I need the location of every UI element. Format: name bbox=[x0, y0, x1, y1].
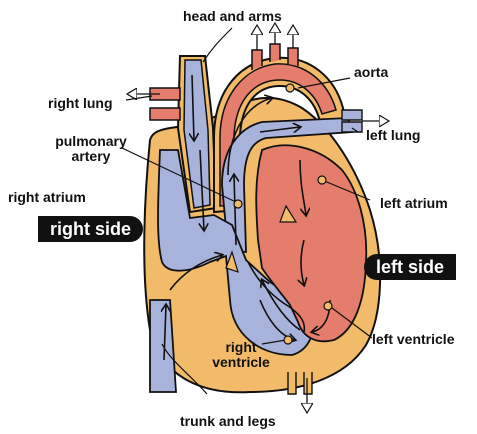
label-left-lung: left lung bbox=[366, 128, 420, 143]
label-pulmonary-artery-line2: artery bbox=[46, 149, 136, 164]
label-pulmonary-artery-line1: pulmonary bbox=[46, 134, 136, 149]
right-lung-vessels bbox=[150, 88, 180, 120]
label-right-ventricle-line1: right bbox=[196, 340, 286, 355]
label-aorta: aorta bbox=[354, 65, 388, 80]
label-head-and-arms: head and arms bbox=[183, 9, 282, 24]
label-right-lung: right lung bbox=[48, 96, 113, 111]
label-trunk-and-legs: trunk and legs bbox=[180, 414, 276, 429]
label-right-ventricle-line2: ventricle bbox=[196, 355, 286, 370]
label-right-atrium: right atrium bbox=[8, 190, 86, 205]
label-left-side: left side bbox=[364, 254, 456, 280]
label-left-atrium: left atrium bbox=[380, 196, 448, 211]
label-left-ventricle: left ventricle bbox=[372, 332, 454, 347]
label-right-ventricle: right ventricle bbox=[196, 340, 286, 370]
label-pulmonary-artery: pulmonary artery bbox=[46, 134, 136, 164]
label-right-side: right side bbox=[38, 216, 143, 242]
